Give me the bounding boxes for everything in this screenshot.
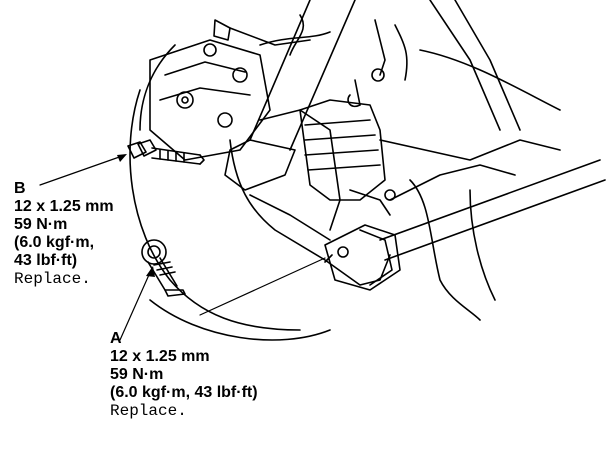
bolt-b [127,139,205,165]
callout-bolt-b: B 12 x 1.25 mm 59 N·m (6.0 kgf·m, 43 lbf… [14,180,114,288]
callout-b-letter: B [14,180,26,197]
callout-a-torque-nm: 59 N·m [110,366,164,383]
callout-b-torque-nm: 59 N·m [14,216,68,233]
lower-bushing [324,224,401,291]
strut-upper-arm [224,0,356,191]
brake-lines [259,14,561,111]
callout-bolt-a: A 12 x 1.25 mm 59 N·m (6.0 kgf·m, 43 lbf… [110,330,258,420]
callout-a-note: Replace. [110,402,187,420]
callout-b-torque-kgf: (6.0 kgf·m, [14,234,95,251]
driveshaft-boot [299,79,386,201]
leader-arrowheads [117,154,155,277]
callout-a-torque-metric-imperial: (6.0 kgf·m, 43 lbf·ft) [110,384,258,401]
tie-rod-and-frame [349,0,606,321]
callout-a-letter: A [110,330,122,347]
callout-b-torque-lbf: 43 lbf·ft) [14,252,78,269]
callout-b-note: Replace. [14,270,91,288]
brake-caliper [149,19,311,161]
brake-disc [129,44,331,341]
callout-b-size: 12 x 1.25 mm [14,198,114,215]
leader-lines [39,154,326,341]
callout-a-size: 12 x 1.25 mm [110,348,210,365]
bolt-a [141,239,186,297]
